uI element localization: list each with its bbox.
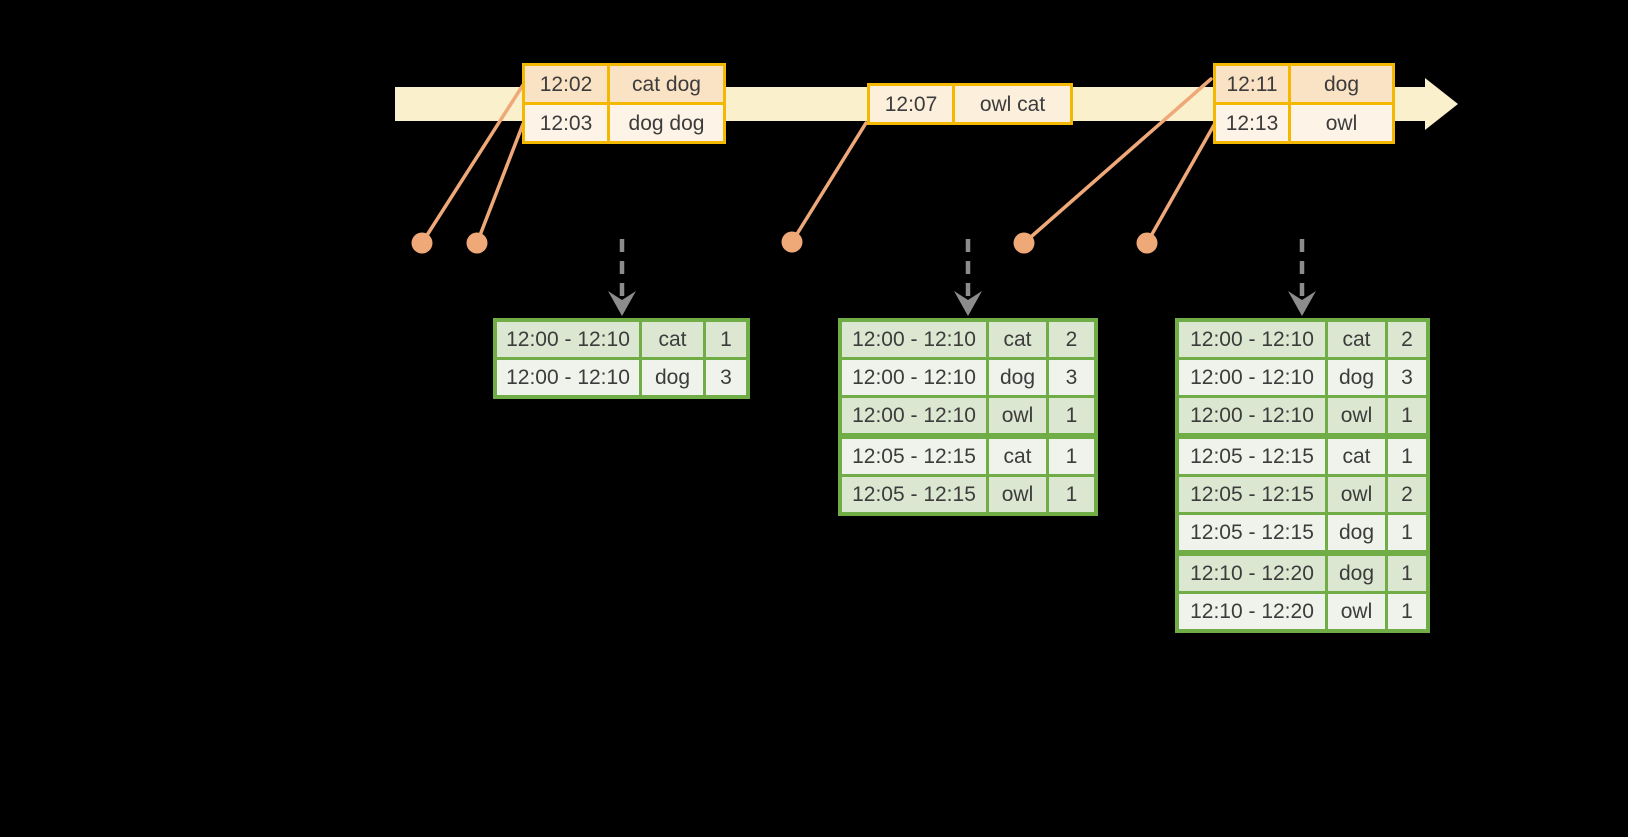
word-cell: cat	[989, 439, 1046, 474]
connector-line	[790, 121, 868, 244]
word-cell: dog	[1328, 360, 1385, 395]
count-cell: 1	[1049, 398, 1094, 433]
window-cell: 12:00 - 12:10	[497, 360, 639, 395]
table-row: 12:03 dog dog	[525, 105, 723, 141]
word-cell: owl	[1328, 477, 1385, 512]
window-cell: 12:00 - 12:10	[497, 322, 639, 357]
count-cell: 1	[1049, 477, 1094, 512]
trigger-arrowhead-icon	[1288, 291, 1316, 316]
event-table-2: 12:07 owl cat	[867, 83, 1073, 125]
connector-line	[420, 83, 525, 245]
word-cell: cat	[1328, 439, 1385, 474]
event-table-1: 12:02 cat dog 12:03 dog dog	[522, 63, 726, 144]
event-dot-icon	[1013, 232, 1035, 254]
result-table-1: 12:00 - 12:10 cat 1 12:00 - 12:10 dog 3	[493, 318, 750, 399]
window-cell: 12:05 - 12:15	[1179, 439, 1325, 474]
event-words-cell: dog	[1291, 66, 1392, 102]
word-cell: owl	[1328, 594, 1385, 629]
word-cell: owl	[989, 398, 1046, 433]
word-cell: owl	[1328, 398, 1385, 433]
word-cell: dog	[1328, 556, 1385, 591]
trigger-arrowhead-icon	[608, 291, 636, 316]
table-row: 12:05 - 12:15 owl 1	[842, 477, 1094, 512]
word-cell: cat	[642, 322, 703, 357]
window-cell: 12:00 - 12:10	[1179, 360, 1325, 395]
window-cell: 12:00 - 12:10	[1179, 322, 1325, 357]
event-time-cell: 12:03	[525, 105, 607, 141]
table-row: 12:13 owl	[1216, 105, 1392, 141]
table-row: 12:00 - 12:10 owl 1	[1179, 398, 1426, 433]
table-row: 12:00 - 12:10 dog 3	[1179, 360, 1426, 395]
count-cell: 1	[1049, 439, 1094, 474]
event-time-cell: 12:13	[1216, 105, 1288, 141]
event-dot-icon	[411, 232, 433, 254]
window-cell: 12:05 - 12:15	[1179, 515, 1325, 550]
count-cell: 2	[1388, 477, 1426, 512]
connector-line	[1145, 123, 1216, 245]
event-dot-icon	[466, 232, 488, 254]
count-cell: 3	[706, 360, 746, 395]
connector-line	[1022, 77, 1213, 245]
table-row: 12:05 - 12:15 owl 2	[1179, 477, 1426, 512]
trigger-arrowhead-icon	[954, 291, 982, 316]
table-row: 12:07 owl cat	[870, 86, 1070, 122]
table-row: 12:05 - 12:15 dog 1	[1179, 515, 1426, 550]
count-cell: 1	[1388, 515, 1426, 550]
table-row: 12:00 - 12:10 cat 2	[1179, 322, 1426, 357]
table-row: 12:10 - 12:20 owl 1	[1179, 594, 1426, 629]
table-row: 12:00 - 12:10 cat 2	[842, 322, 1094, 357]
window-cell: 12:00 - 12:10	[842, 322, 986, 357]
word-cell: dog	[989, 360, 1046, 395]
window-cell: 12:05 - 12:15	[842, 439, 986, 474]
connector-line	[475, 122, 525, 245]
table-row: 12:10 - 12:20 dog 1	[1179, 556, 1426, 591]
count-cell: 1	[1388, 556, 1426, 591]
event-dot-icon	[1136, 232, 1158, 254]
window-cell: 12:00 - 12:10	[842, 398, 986, 433]
word-cell: owl	[989, 477, 1046, 512]
word-cell: cat	[1328, 322, 1385, 357]
result-table-3: 12:00 - 12:10 cat 2 12:00 - 12:10 dog 3 …	[1175, 318, 1430, 633]
word-cell: cat	[989, 322, 1046, 357]
table-row: 12:00 - 12:10 cat 1	[497, 322, 746, 357]
event-words-cell: owl cat	[955, 86, 1070, 122]
word-cell: dog	[642, 360, 703, 395]
timeline-arrowhead-icon	[1425, 78, 1458, 130]
count-cell: 1	[1388, 439, 1426, 474]
table-row: 12:11 dog	[1216, 66, 1392, 102]
window-cell: 12:05 - 12:15	[1179, 477, 1325, 512]
table-row: 12:00 - 12:10 dog 3	[842, 360, 1094, 395]
count-cell: 3	[1049, 360, 1094, 395]
word-cell: dog	[1328, 515, 1385, 550]
count-cell: 2	[1049, 322, 1094, 357]
count-cell: 3	[1388, 360, 1426, 395]
event-time-cell: 12:02	[525, 66, 607, 102]
count-cell: 1	[1388, 594, 1426, 629]
window-cell: 12:00 - 12:10	[1179, 398, 1325, 433]
event-words-cell: dog dog	[610, 105, 723, 141]
table-row: 12:05 - 12:15 cat 1	[842, 439, 1094, 474]
table-row: 12:02 cat dog	[525, 66, 723, 102]
event-words-cell: cat dog	[610, 66, 723, 102]
window-cell: 12:05 - 12:15	[842, 477, 986, 512]
table-row: 12:00 - 12:10 dog 3	[497, 360, 746, 395]
window-cell: 12:10 - 12:20	[1179, 594, 1325, 629]
event-table-3: 12:11 dog 12:13 owl	[1213, 63, 1395, 144]
count-cell: 1	[706, 322, 746, 357]
window-cell: 12:10 - 12:20	[1179, 556, 1325, 591]
event-time-cell: 12:07	[870, 86, 952, 122]
event-time-cell: 12:11	[1216, 66, 1288, 102]
table-row: 12:00 - 12:10 owl 1	[842, 398, 1094, 433]
event-dot-icon	[781, 231, 803, 253]
window-cell: 12:00 - 12:10	[842, 360, 986, 395]
table-row: 12:05 - 12:15 cat 1	[1179, 439, 1426, 474]
result-table-2: 12:00 - 12:10 cat 2 12:00 - 12:10 dog 3 …	[838, 318, 1098, 516]
event-words-cell: owl	[1291, 105, 1392, 141]
count-cell: 2	[1388, 322, 1426, 357]
count-cell: 1	[1388, 398, 1426, 433]
